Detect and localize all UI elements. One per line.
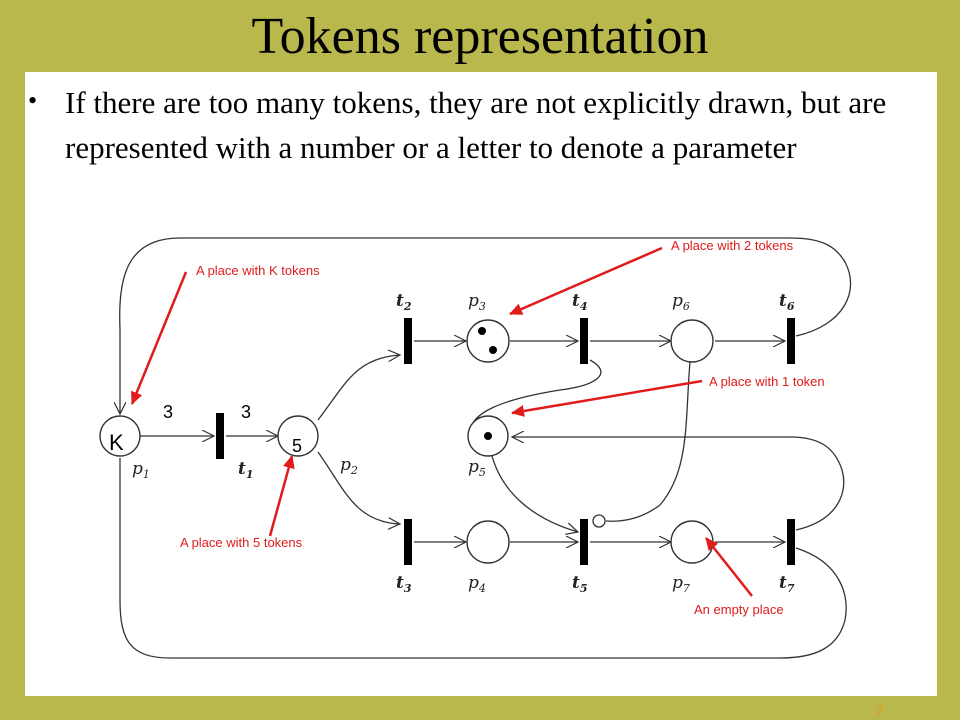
bullet-icon: • — [28, 86, 38, 115]
arc-t7-p5-loop — [512, 437, 845, 531]
annotation-two-tokens: A place with 2 tokens — [671, 238, 794, 253]
token-p3-a — [478, 327, 486, 335]
label-p7: p7 — [672, 573, 690, 595]
slide-title: Tokens representation — [251, 8, 709, 65]
label-t4: t4 — [572, 291, 588, 313]
label-p5: p5 — [468, 457, 486, 479]
label-t5: t5 — [572, 573, 588, 595]
annotation-one-token: A place with 1 token — [709, 374, 825, 389]
annotation-k-tokens: A place with K tokens — [196, 263, 320, 278]
arc-p2-t2 — [317, 355, 400, 421]
page-number: 7 — [876, 702, 884, 718]
label-p2: p2 — [340, 455, 358, 477]
annotation-five-tokens: A place with 5 tokens — [180, 535, 303, 550]
arc-t6-p1-loop — [120, 237, 852, 414]
annotation-arrow-two-tokens — [509, 246, 663, 316]
annotation-arrow-empty — [705, 537, 753, 597]
label-t2: t2 — [396, 291, 412, 313]
place-p7 — [670, 520, 714, 564]
annotation-arrow-k-tokens — [130, 271, 188, 405]
arc-t7-p1-loop — [119, 458, 847, 659]
place-p2 — [277, 415, 319, 457]
place-p3 — [466, 319, 510, 363]
label-t3: t3 — [396, 573, 412, 595]
label-t7: t7 — [779, 573, 795, 595]
inhibitor-arc-icon — [592, 514, 606, 528]
arc-p2-t3 — [317, 451, 400, 524]
transition-t1 — [216, 413, 224, 459]
token-p5 — [484, 432, 492, 440]
place-p4 — [466, 520, 510, 564]
annotation-arrow-one-token — [511, 379, 703, 417]
label-t1: t1 — [238, 459, 254, 481]
place-p1-token-count: K — [109, 430, 124, 455]
label-p3: p3 — [468, 291, 486, 313]
weight-t1-p2: 3 — [241, 402, 251, 422]
arc-t4-p5 — [470, 359, 602, 439]
transition-t6 — [787, 318, 795, 364]
label-p4: p4 — [468, 573, 486, 595]
content-panel — [25, 72, 937, 696]
transition-t5 — [580, 519, 588, 565]
transition-t3 — [404, 519, 412, 565]
annotation-empty: An empty place — [694, 602, 784, 617]
place-p1 — [99, 415, 141, 457]
label-p1: p1 — [132, 459, 150, 481]
place-p6 — [670, 319, 714, 363]
token-p3-b — [489, 346, 497, 354]
arc-p6-t5-inhibitor — [605, 361, 691, 522]
transition-t7 — [787, 519, 795, 565]
weight-p1-t1: 3 — [163, 402, 173, 422]
arc-p5-t5 — [490, 451, 578, 532]
label-p6: p6 — [672, 291, 690, 313]
transition-t4 — [580, 318, 588, 364]
label-t6: t6 — [779, 291, 795, 313]
transition-t2 — [404, 318, 412, 364]
place-p2-token-count: 5 — [292, 436, 302, 456]
bullet-text: If there are too many tokens, they are n… — [65, 85, 887, 165]
annotation-arrow-five-tokens — [268, 455, 295, 537]
